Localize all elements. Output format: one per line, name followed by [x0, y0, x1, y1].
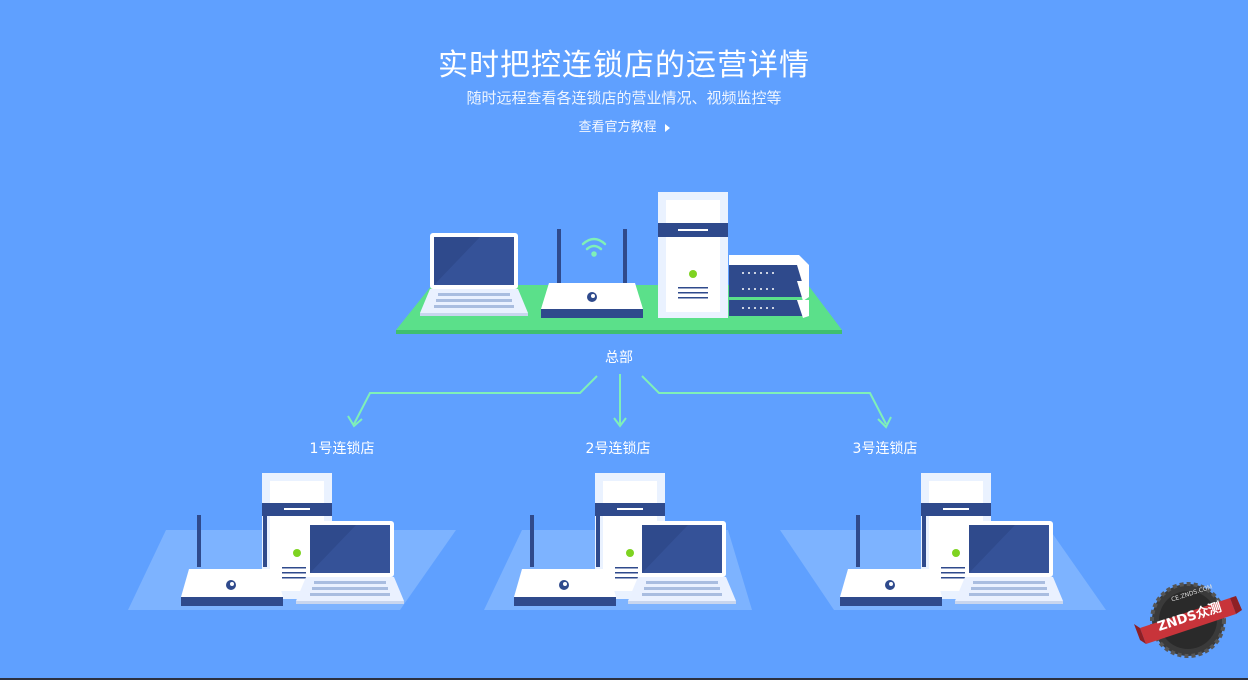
store-3-label: 3号连锁店 [852, 441, 918, 457]
bottom-divider [0, 678, 1248, 680]
store-2-label: 2号连锁店 [585, 441, 651, 457]
hq-router-icon [541, 229, 643, 318]
znds-badge-icon [1134, 582, 1242, 658]
wifi-icon [581, 237, 607, 257]
page-title: 实时把控连锁店的运营详情 [438, 48, 810, 83]
hq-label: 总部 [605, 350, 633, 366]
store-1-label: 1号连锁店 [309, 441, 375, 457]
store-1-laptop-icon [296, 521, 404, 604]
hq-rack-server-icon [729, 255, 809, 318]
tutorial-link-label: 查看官方教程 [578, 120, 657, 135]
tutorial-link[interactable]: 查看官方教程 [0, 116, 1248, 135]
connection-arrows [347, 374, 892, 429]
page-subtitle: 随时远程查看各连锁店的营业情况、视频监控等 [466, 89, 782, 107]
play-arrow-icon [664, 123, 670, 132]
store-3-laptop-icon [955, 521, 1063, 604]
hq-laptop-icon [420, 233, 528, 316]
store-2-laptop-icon [628, 521, 736, 604]
hq-server-tower-icon [658, 192, 728, 318]
